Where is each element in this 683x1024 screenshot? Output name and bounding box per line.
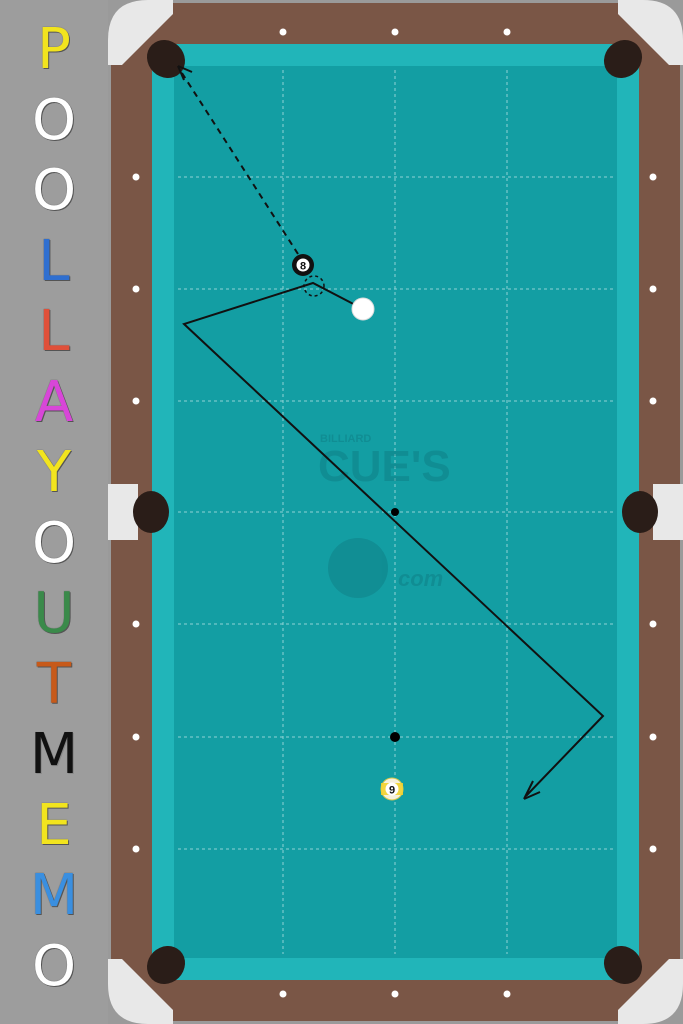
corner-plate-top-left <box>108 0 173 65</box>
rail-diamond <box>503 28 511 36</box>
rail-diamond <box>132 733 140 741</box>
rail-diamond <box>649 733 657 741</box>
rail-diamond <box>649 285 657 293</box>
title-letter: L <box>38 228 70 294</box>
cue-ball-path-arrowhead <box>523 780 541 800</box>
pocket-top-right <box>603 39 643 79</box>
pockets <box>133 39 658 985</box>
pocket-middle-right <box>622 491 658 533</box>
rail-diamond <box>649 397 657 405</box>
eight-ball-label: 8 <box>300 261 306 273</box>
rail-diamond <box>132 173 140 181</box>
title-letter: P <box>37 17 71 82</box>
pocket-bottom-left <box>146 945 186 985</box>
title-letter: O <box>31 933 77 999</box>
rail-diamond <box>391 28 399 36</box>
title-letter: Y <box>36 440 72 505</box>
title-letter: A <box>34 369 74 435</box>
pool-table-canvas[interactable]: BILLIARD CUE'S com 8 <box>108 0 683 1024</box>
shot-paths <box>177 65 605 800</box>
nine-ball-label: 9 <box>389 785 395 797</box>
watermark-com: com <box>398 566 443 591</box>
rail-diamond <box>132 397 140 405</box>
cue-ball[interactable] <box>351 297 375 321</box>
rail-diamond <box>279 28 287 36</box>
title-letter: M <box>29 722 79 787</box>
corner-plate-bottom-right <box>618 959 683 1024</box>
rail-diamond <box>649 620 657 628</box>
eight-ball[interactable]: 8 <box>292 254 314 276</box>
pocket-middle-left <box>133 491 169 533</box>
rail-diamond <box>649 845 657 853</box>
corner-plate-bottom-left <box>108 959 173 1024</box>
rail-diamond <box>391 990 399 998</box>
title-letter: E <box>36 792 72 858</box>
title-letter: O <box>31 510 77 576</box>
rail-diamond <box>132 620 140 628</box>
pocket-bottom-right <box>603 945 643 985</box>
title-letter: T <box>36 651 72 717</box>
rail-diamond <box>279 990 287 998</box>
title-letter: M <box>29 863 79 928</box>
rail-diamond <box>503 990 511 998</box>
rail-diamond <box>132 285 140 293</box>
title-letter: O <box>31 158 77 223</box>
rail-diamond <box>132 845 140 853</box>
foot-spot <box>390 732 400 742</box>
rail-diamond <box>649 173 657 181</box>
watermark-cues: CUE'S <box>318 442 451 491</box>
title-letter: U <box>33 581 75 646</box>
nine-ball[interactable]: 9 <box>380 777 404 801</box>
pool-table[interactable]: BILLIARD CUE'S com 8 <box>108 0 683 1024</box>
center-spot <box>391 508 399 516</box>
object-ball-path <box>179 69 299 255</box>
title-letter: L <box>38 299 70 364</box>
watermark-billiard: BILLIARD <box>320 433 371 445</box>
pocket-top-left <box>146 39 186 79</box>
object-ball-path-arrowhead <box>177 65 193 81</box>
watermark: BILLIARD CUE'S com <box>318 433 451 598</box>
cue-ball-path <box>182 281 605 797</box>
title-letter: O <box>31 87 77 153</box>
ghost-ball <box>303 275 325 297</box>
rail-diamonds <box>132 28 657 998</box>
corner-plate-top-right <box>618 0 683 65</box>
watermark-logo-circle <box>328 538 388 598</box>
